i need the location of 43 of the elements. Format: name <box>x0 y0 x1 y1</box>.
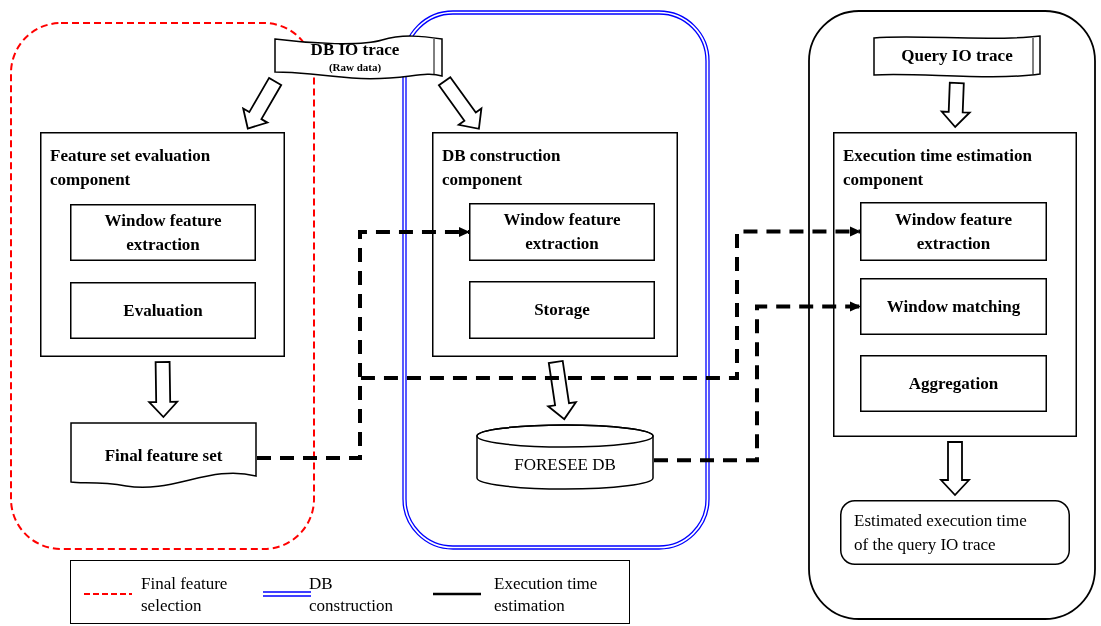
component-box <box>432 132 678 357</box>
process-box <box>469 203 655 261</box>
component-heading: Feature set evaluation component <box>50 146 211 189</box>
component-box <box>40 132 285 357</box>
block-arrow <box>546 359 578 421</box>
process-box <box>860 202 1047 261</box>
document-shape <box>70 422 257 490</box>
process-box <box>860 278 1047 335</box>
block-arrow <box>147 361 180 419</box>
process-box <box>860 355 1047 412</box>
legend-label: Final feature selection <box>141 573 229 617</box>
legend-label: DB construction <box>309 573 395 617</box>
box-label: Window feature extraction <box>103 209 223 256</box>
dashed-arrow <box>654 301 861 463</box>
box-label: Query IO trace <box>901 45 1013 67</box>
process-box <box>469 281 655 339</box>
box-label: Window feature extraction <box>894 208 1013 255</box>
box-label: Aggregation <box>908 372 999 395</box>
block-arrow <box>437 75 483 130</box>
block-arrow <box>241 76 283 130</box>
legend-label: Execution time estimation <box>494 573 599 617</box>
banner-subtitle: (Raw data) <box>328 61 382 73</box>
block-arrow <box>938 441 972 497</box>
database-cylinder <box>476 424 654 490</box>
banner-title: DB IO trace <box>310 39 400 61</box>
result-text: Estimated execution time of the query IO trace <box>854 509 1028 556</box>
component-heading: Execution time estimation component <box>843 146 1032 189</box>
process-box <box>70 282 256 339</box>
banner-shape <box>272 34 444 78</box>
component-heading: DB construction component <box>442 146 561 189</box>
box-label: Final feature set <box>104 445 223 467</box>
box-label: Window feature extraction <box>502 209 622 255</box>
result-box <box>840 500 1070 565</box>
region-border <box>402 10 710 550</box>
process-box <box>70 204 256 261</box>
region-border <box>808 10 1096 620</box>
box-label: Evaluation <box>123 299 203 322</box>
component-box <box>833 132 1077 437</box>
banner-shape <box>873 34 1041 78</box>
block-arrow <box>939 81 972 129</box>
box-label: Storage <box>534 299 590 321</box>
box-label: Window matching <box>886 295 1021 318</box>
box-label: FORESEE DB <box>514 454 616 476</box>
